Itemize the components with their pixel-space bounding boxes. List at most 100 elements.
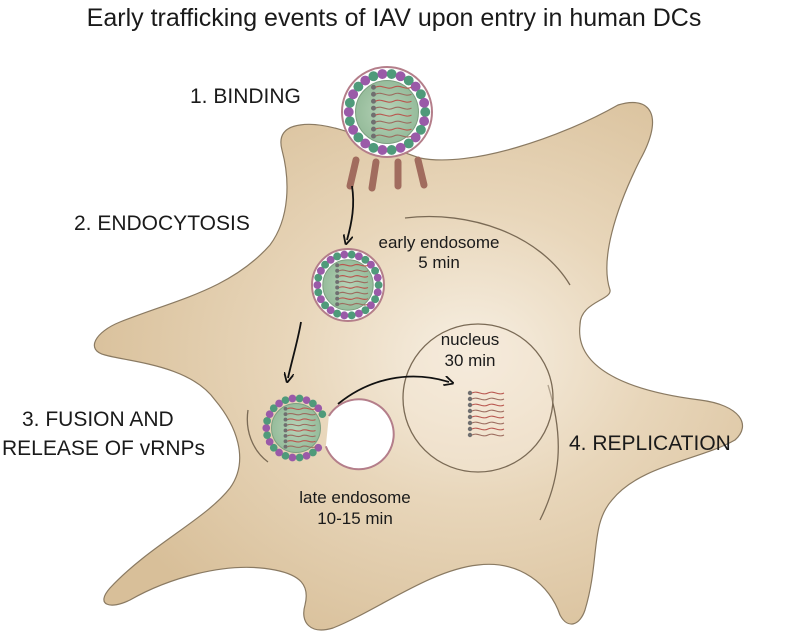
vrnp-strand	[338, 302, 369, 306]
glycoprotein-spike	[288, 453, 297, 462]
glycoprotein-spike	[326, 255, 335, 264]
glycoprotein-spike	[314, 273, 323, 282]
vrnp-strand	[287, 407, 316, 411]
vrnp-strand	[375, 120, 412, 124]
glycoprotein-spike	[295, 453, 304, 462]
late-endosome-time: 10-15 min	[317, 509, 393, 528]
glycoprotein-spike	[354, 252, 363, 261]
vrnp-head	[467, 432, 473, 438]
glycoprotein-spike	[281, 451, 290, 460]
glycoprotein-spike	[360, 138, 371, 149]
dendritic-cell-body	[93, 101, 744, 631]
vrnp-strand	[287, 440, 316, 443]
glycoprotein-spike	[340, 311, 349, 320]
vrnp-strand	[471, 391, 505, 395]
glycoprotein-spike	[288, 394, 297, 403]
glycoprotein-spike	[410, 81, 421, 92]
glycoprotein-spike	[281, 396, 290, 405]
vrnp-head	[335, 279, 340, 284]
vrnp-head	[335, 268, 340, 273]
glycoprotein-spike	[348, 89, 359, 100]
vrnp-head	[467, 402, 473, 408]
glycoprotein-spike	[354, 309, 363, 318]
glycoprotein-spike	[395, 71, 406, 82]
glycoprotein-spike	[302, 396, 311, 405]
vrnp-head	[371, 84, 376, 90]
vrnp-head	[371, 105, 376, 111]
vrnp-head	[371, 91, 376, 97]
vrnp-head	[371, 98, 376, 104]
vrnp-strand	[338, 263, 369, 267]
glycoprotein-spike	[403, 138, 414, 149]
glycoprotein-spike	[269, 404, 278, 413]
glycoprotein-spike	[265, 410, 274, 419]
glycoprotein-spike	[415, 124, 426, 135]
glycoprotein-spike	[371, 295, 380, 304]
glycoprotein-spike	[403, 75, 414, 86]
virion-binding	[341, 66, 433, 158]
vrnp-strand	[287, 434, 316, 438]
cytoplasm-fold-left	[246, 409, 269, 463]
vrnp-strand	[287, 445, 316, 449]
vrnp-strand	[338, 297, 369, 300]
vrnp-head	[467, 408, 473, 414]
glycoprotein-spike	[269, 443, 278, 452]
glycoprotein-spike	[366, 260, 375, 269]
vrnp-head	[371, 119, 376, 125]
vrnp-head	[283, 428, 288, 433]
step-replication-label: 4. REPLICATION	[569, 432, 731, 455]
glycoprotein-spike	[347, 311, 356, 320]
vrnp-strand	[375, 85, 412, 89]
nucleus-time: 30 min	[444, 351, 496, 370]
vrnp-head	[467, 414, 473, 420]
viral-core	[271, 403, 321, 453]
vrnp-strand	[338, 275, 369, 278]
vrnp-strand	[471, 397, 505, 401]
vrnp-head	[283, 433, 288, 438]
glycoprotein-spike	[377, 69, 388, 79]
glycoprotein-spike	[415, 89, 426, 100]
glycoprotein-spike	[368, 71, 379, 82]
glycoprotein-spike	[333, 252, 342, 261]
diagram-title: Early trafficking events of IAV upon ent…	[86, 4, 702, 32]
vrnp-head	[467, 420, 473, 426]
vrnp-head	[335, 302, 340, 307]
glycoprotein-spike	[321, 260, 330, 269]
step-fusion-label-line1: 3. FUSION AND	[22, 408, 174, 431]
glycoprotein-spike	[302, 451, 311, 460]
cell-receptors	[346, 156, 428, 192]
cytoplasm-fold-upper	[404, 215, 571, 286]
glycoprotein-spike	[295, 394, 304, 403]
vrnp-strand	[338, 280, 369, 284]
vrnp-strand	[287, 418, 316, 421]
glycoprotein-spike	[309, 448, 317, 457]
vrnps-in-nucleus	[467, 390, 505, 438]
vrnp-head	[371, 133, 376, 139]
glycoprotein-spike	[348, 124, 359, 135]
glycoprotein-spike	[321, 301, 330, 310]
glycoprotein-spike	[347, 250, 356, 259]
glycoprotein-spike	[360, 75, 371, 86]
glycoprotein-spike	[419, 116, 430, 127]
glycoprotein-spike	[361, 306, 370, 315]
vrnp-head	[467, 426, 473, 432]
glycoprotein-spike	[275, 448, 283, 457]
vrnp-strand	[471, 433, 505, 437]
glycoprotein-spike	[410, 132, 421, 143]
vrnp-strand	[471, 409, 505, 413]
vrnp-head	[335, 285, 340, 290]
vrnp-strand	[375, 113, 412, 117]
vrnp-head	[283, 439, 288, 444]
glycoprotein-spike	[386, 69, 397, 79]
endocytosis-arrow	[347, 185, 355, 240]
glycoprotein-spike	[314, 404, 323, 413]
glycoprotein-spike	[316, 266, 325, 275]
glycoprotein-spike	[420, 107, 431, 117]
vrnp-head	[371, 112, 376, 118]
glycoprotein-spike	[366, 301, 375, 310]
virion-late-endosome	[262, 394, 395, 471]
glycoprotein-spike	[419, 97, 430, 108]
glycoprotein-spike	[373, 288, 382, 297]
glycoprotein-spike	[313, 281, 322, 289]
